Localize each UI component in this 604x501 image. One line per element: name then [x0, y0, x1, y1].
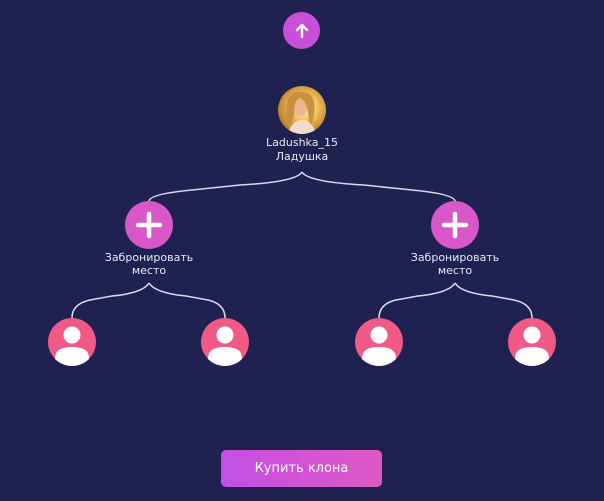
leaf-user-3[interactable] [355, 318, 403, 366]
reserve-slot-right-label: Забронировать место [395, 251, 515, 277]
connector-right-leaf1 [378, 282, 456, 319]
root-display-name: Ладушка [275, 150, 329, 163]
user-placeholder-icon [362, 326, 396, 366]
leaf-user-1[interactable] [48, 318, 96, 366]
reserve-label-line2: место [131, 264, 167, 277]
connector-root-right [301, 171, 456, 202]
reserve-slot-left-label: Забронировать место [89, 251, 209, 277]
reserve-label-line1: Забронировать [410, 251, 500, 264]
plus-icon [135, 211, 163, 239]
scroll-up-button[interactable] [283, 12, 320, 49]
reserve-slot-left-button[interactable] [125, 201, 173, 249]
connector-root-left [148, 171, 303, 202]
root-username: Ladushka_15 [266, 136, 338, 149]
root-user-label: Ladushka_15 Ладушка [232, 136, 372, 164]
connector-left-leaf2 [148, 282, 226, 319]
connector-right-leaf2 [454, 282, 533, 319]
reserve-slot-right-button[interactable] [431, 201, 479, 249]
user-placeholder-icon [55, 326, 89, 366]
buy-clone-button[interactable]: Купить клона [221, 450, 382, 487]
leaf-user-2[interactable] [201, 318, 249, 366]
user-placeholder-icon [208, 326, 242, 366]
plus-icon [441, 211, 469, 239]
connector-left-leaf1 [71, 282, 150, 319]
leaf-user-4[interactable] [508, 318, 556, 366]
user-placeholder-icon [515, 326, 549, 366]
reserve-label-line2: место [437, 264, 473, 277]
root-user-avatar[interactable] [278, 86, 326, 134]
reserve-label-line1: Забронировать [104, 251, 194, 264]
user-photo [278, 86, 326, 134]
arrow-up-icon [295, 23, 308, 38]
